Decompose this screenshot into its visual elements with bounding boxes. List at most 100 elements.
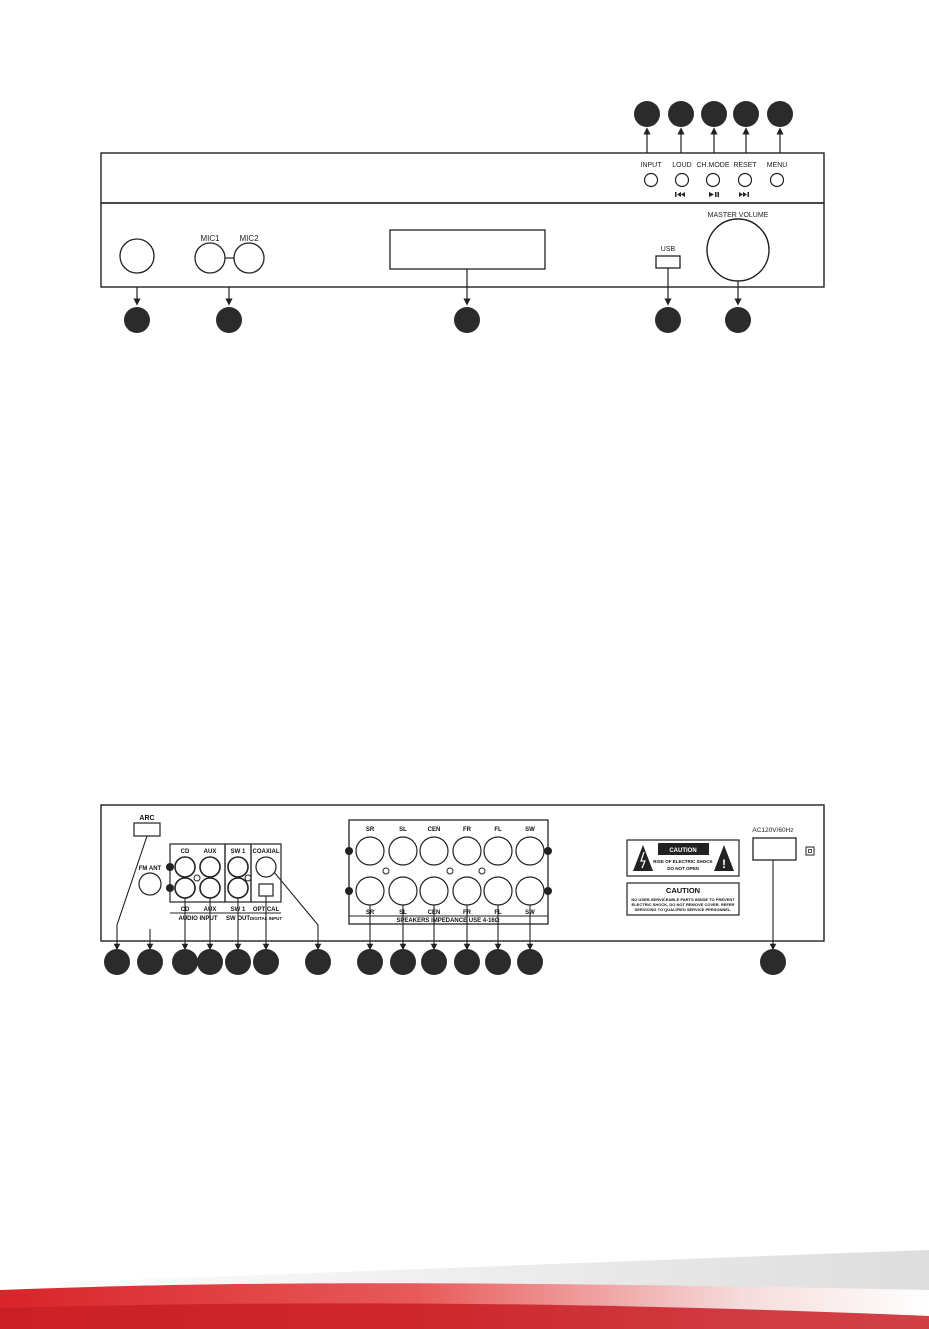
speaker-terminal-cen-bottom[interactable] xyxy=(419,876,449,906)
caution-line2: ELECTRIC SHOCK, DO NOT REMOVE COVER. REF… xyxy=(632,902,735,907)
speaker-terminal-fl-bottom[interactable] xyxy=(483,876,513,906)
front-buttons: INPUT LOUD CH.MODE RESET MENU xyxy=(641,162,788,197)
callout-aux-input xyxy=(197,949,223,975)
callout-speaker-cen xyxy=(421,949,447,975)
sw1-jack-top[interactable] xyxy=(227,856,249,878)
fm-ant-label: FM ANT xyxy=(139,866,162,872)
mic1-jack[interactable] xyxy=(194,242,226,274)
mic2-label: MIC2 xyxy=(239,234,259,243)
speakers-impedance-label: SPEAKERS IMPEDANCE USE 4-16Ω xyxy=(396,918,499,924)
warning-line1: RISK OF ELECTRIC SHOCK xyxy=(653,859,713,864)
speaker-terminal-fr-bottom[interactable] xyxy=(452,876,482,906)
mic2-jack[interactable] xyxy=(233,242,265,274)
speaker-screw-2 xyxy=(446,867,454,875)
callout-speaker-sl xyxy=(390,949,416,975)
double-insulation-icon xyxy=(805,846,815,856)
warning-triangle-left-icon xyxy=(633,845,653,871)
coaxial-jack[interactable] xyxy=(255,856,277,878)
callout-power xyxy=(124,307,150,333)
callout-usb xyxy=(655,307,681,333)
front-bottom-callouts xyxy=(124,268,751,333)
speaker-terminal-cen-top[interactable] xyxy=(419,836,449,866)
aux-jack-bottom[interactable] xyxy=(199,877,221,899)
ac-label: AC120V/60Hz xyxy=(752,827,793,834)
speaker-top-label-cen: CEN xyxy=(428,827,441,833)
rear-callouts xyxy=(104,949,786,975)
coaxial-label: COAXIAL xyxy=(253,849,280,855)
fm-ant-jack[interactable] xyxy=(138,872,162,896)
menu-button[interactable] xyxy=(769,172,785,188)
mic1-label: MIC1 xyxy=(200,234,220,243)
speaker-bolt-right-top xyxy=(544,847,552,855)
callout-menu xyxy=(767,101,793,127)
callout-loud xyxy=(668,101,694,127)
input-top-label-aux: AUX xyxy=(204,849,217,855)
next-track-icon xyxy=(739,192,749,197)
master-volume-label: MASTER VOLUME xyxy=(708,212,769,219)
speaker-terminal-sw-bottom[interactable] xyxy=(515,876,545,906)
speaker-terminal-sr-top[interactable] xyxy=(355,836,385,866)
cd-jack-bottom[interactable] xyxy=(174,877,196,899)
arc-port[interactable] xyxy=(133,822,161,837)
speaker-terminal-fl-top[interactable] xyxy=(483,836,513,866)
callout-speaker-sw xyxy=(517,949,543,975)
callout-arc xyxy=(104,949,130,975)
play-pause-icon xyxy=(709,192,719,197)
master-volume-knob[interactable] xyxy=(706,218,770,282)
callout-coaxial xyxy=(305,949,331,975)
speaker-top-label-sw: SW xyxy=(525,827,535,833)
usb-label: USB xyxy=(661,246,676,253)
warning-box-text: CAUTION xyxy=(669,848,696,854)
sw-out-screw xyxy=(244,874,252,882)
loud-button-label: LOUD xyxy=(672,162,691,169)
usb-port[interactable] xyxy=(655,255,681,269)
callout-speaker-fl xyxy=(485,949,511,975)
svg-text:!: ! xyxy=(722,857,726,871)
speaker-terminal-block xyxy=(348,819,549,925)
sw1-jack-bottom[interactable] xyxy=(227,877,249,899)
callout-input xyxy=(634,101,660,127)
speaker-top-label-sr: SR xyxy=(366,827,375,833)
reset-button-label: RESET xyxy=(733,162,757,169)
speaker-bolt-left-top xyxy=(345,847,353,855)
reset-button[interactable] xyxy=(737,172,753,188)
front-panel-body xyxy=(100,202,825,288)
aux-jack-top[interactable] xyxy=(199,856,221,878)
speaker-terminal-sl-bottom[interactable] xyxy=(388,876,418,906)
callout-speaker-sr xyxy=(357,949,383,975)
caution-label: CAUTION NO USER-SERVICEABLE PARTS INSIDE… xyxy=(626,882,740,916)
previous-track-icon xyxy=(675,192,685,197)
speaker-terminal-fr-top[interactable] xyxy=(452,836,482,866)
audio-input-label: AUDIO INPUT xyxy=(179,916,218,922)
speaker-top-label-sl: SL xyxy=(399,827,407,833)
callout-fm-ant xyxy=(137,949,163,975)
speaker-terminal-sr-bottom[interactable] xyxy=(355,876,385,906)
callout-speaker-fr xyxy=(454,949,480,975)
audio-input-bolt-bottom xyxy=(166,884,174,892)
speaker-terminal-sw-top[interactable] xyxy=(515,836,545,866)
display-window xyxy=(389,229,546,270)
caution-line1: NO USER-SERVICEABLE PARTS INSIDE TO PREV… xyxy=(631,897,735,902)
callout-master-volume xyxy=(725,307,751,333)
speaker-bolt-left-bottom xyxy=(345,887,353,895)
arc-label: ARC xyxy=(139,815,154,822)
loud-button[interactable] xyxy=(674,172,690,188)
cd-jack-top[interactable] xyxy=(174,856,196,878)
callout-sw-out xyxy=(225,949,251,975)
ac-power-cord[interactable] xyxy=(752,837,797,861)
speaker-top-label-fl: FL xyxy=(494,827,502,833)
optical-port[interactable] xyxy=(258,883,274,897)
power-knob[interactable] xyxy=(119,238,155,274)
ch-mode-button-label: CH.MODE xyxy=(696,162,729,169)
speaker-terminal-sl-top[interactable] xyxy=(388,836,418,866)
input-button[interactable] xyxy=(643,172,659,188)
rear-panel: ARC FM ANT CD AUX CD AUX AUDIO INPUT SW … xyxy=(100,804,825,975)
ch-mode-button[interactable] xyxy=(705,172,721,188)
speaker-screw-3 xyxy=(478,867,486,875)
menu-button-label: MENU xyxy=(767,162,788,169)
front-panel: INPUT LOUD CH.MODE RESET MENU xyxy=(100,101,825,333)
warning-line2: DO NOT OPEN xyxy=(667,866,699,871)
rear-panel-body xyxy=(100,804,825,942)
callout-ch-mode xyxy=(701,101,727,127)
